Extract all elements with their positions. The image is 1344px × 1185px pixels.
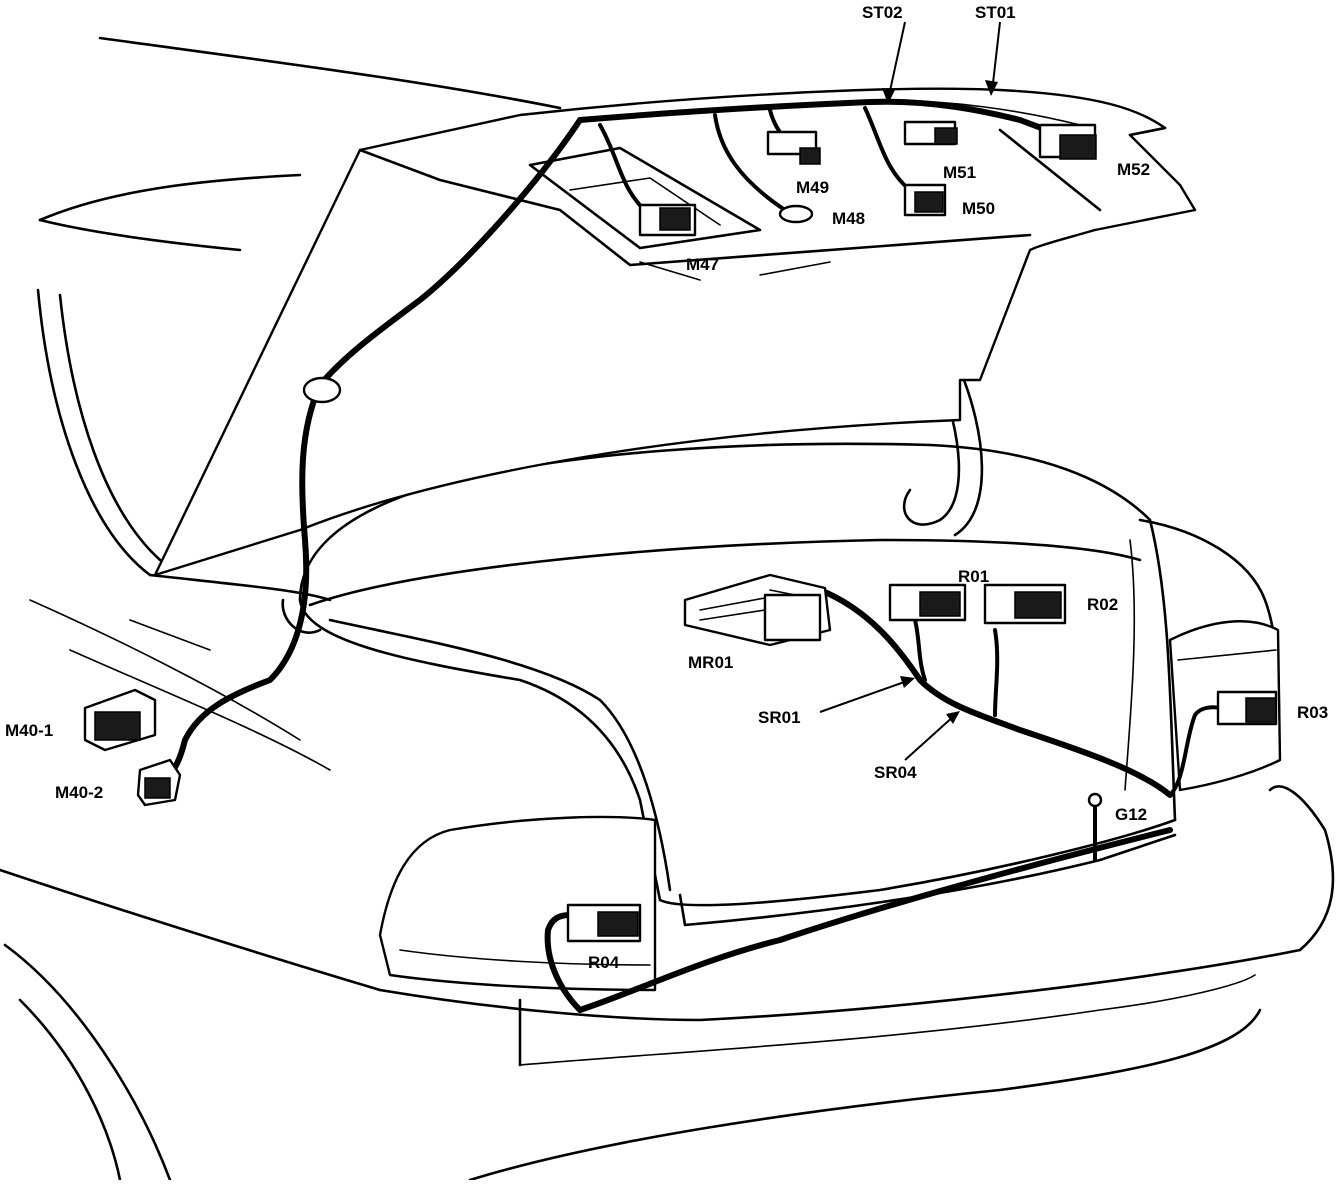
arrow-sr01 bbox=[900, 676, 915, 688]
harness-branch-r02 bbox=[993, 628, 1000, 717]
trunk-lid-inner-edge bbox=[358, 148, 1032, 267]
harness-grommet bbox=[302, 376, 342, 404]
c-pillar-left bbox=[36, 288, 152, 577]
label-m49: M49 bbox=[796, 178, 829, 197]
fender-line-1 bbox=[29, 599, 301, 741]
rear-window-lower bbox=[38, 218, 242, 252]
trunk-lid-recess-inner bbox=[569, 177, 721, 226]
label-st02: ST02 bbox=[862, 3, 903, 22]
connector-r03 bbox=[1216, 690, 1278, 726]
label-m40-1: M40-1 bbox=[5, 721, 53, 740]
label-r01: R01 bbox=[958, 567, 989, 586]
harness-branch-r04 bbox=[544, 912, 583, 1013]
trunk-lid-dash bbox=[639, 261, 831, 281]
trunk-rim-right bbox=[1148, 518, 1177, 822]
arrow-st01 bbox=[985, 80, 998, 96]
harness-lid-main bbox=[577, 98, 1063, 138]
harness-pillar-left bbox=[162, 382, 323, 783]
roof-line bbox=[98, 36, 562, 110]
connector-mr01 bbox=[683, 573, 832, 647]
quarter-lower bbox=[0, 868, 382, 992]
trunk-floor-back bbox=[308, 538, 1142, 607]
connector-m50 bbox=[903, 183, 947, 217]
connector-r02 bbox=[983, 583, 1067, 625]
car-body bbox=[0, 36, 1335, 1182]
c-pillar-left-inner bbox=[58, 293, 162, 562]
connector-r04 bbox=[566, 903, 642, 943]
wheel-arch-left bbox=[3, 943, 172, 1182]
connector-r01 bbox=[888, 583, 967, 622]
connectors bbox=[83, 120, 1278, 943]
label-sr04: SR04 bbox=[874, 763, 917, 782]
trunk-lid-recess bbox=[528, 146, 762, 250]
trunk-opening bbox=[281, 368, 1177, 927]
tail-light-left bbox=[378, 815, 657, 992]
trunk-inner-right bbox=[1124, 539, 1136, 791]
arrow-st02 bbox=[882, 88, 895, 104]
wheel-arch-inner bbox=[18, 998, 122, 1182]
label-m48: M48 bbox=[832, 209, 865, 228]
trunk-lid bbox=[153, 87, 1197, 577]
harness-branch-m50 bbox=[863, 106, 912, 192]
label-r03: R03 bbox=[1297, 703, 1328, 722]
trunk-lid-rib bbox=[998, 128, 1102, 212]
trunk-rim-left-inner bbox=[328, 618, 672, 892]
tail-light-left-lens bbox=[399, 949, 651, 966]
connector-m49 bbox=[766, 130, 821, 165]
connector-m40-2 bbox=[136, 758, 182, 807]
trunk-lid-corner bbox=[1128, 126, 1167, 137]
bumper-top bbox=[378, 948, 1302, 1022]
bumper-bottom bbox=[468, 1008, 1262, 1182]
ground-point-g12 bbox=[1087, 792, 1103, 808]
arrow-sr04 bbox=[946, 711, 960, 724]
label-r04: R04 bbox=[588, 953, 620, 972]
leader-sr04 bbox=[904, 714, 956, 761]
hinge-right bbox=[902, 378, 961, 526]
connector-m48 bbox=[778, 204, 814, 224]
leader-lines bbox=[819, 21, 1001, 761]
tail-light-right-lens bbox=[1177, 649, 1277, 661]
label-g12: G12 bbox=[1115, 805, 1147, 824]
label-sr01: SR01 bbox=[758, 708, 801, 727]
harness-branch-m48 bbox=[713, 113, 787, 212]
harness-bumper bbox=[577, 827, 1173, 1013]
trunk-lip bbox=[678, 833, 1177, 927]
trunk-rim-left bbox=[298, 598, 662, 902]
leader-st01 bbox=[991, 21, 1001, 93]
harness-lid-left bbox=[317, 117, 583, 388]
connector-m40-1 bbox=[83, 688, 157, 752]
hinge-right-outer bbox=[953, 368, 984, 537]
connector-m51 bbox=[903, 120, 958, 146]
label-r02: R02 bbox=[1087, 595, 1118, 614]
trunk-rim-upper bbox=[298, 442, 1152, 602]
bumper-crease bbox=[519, 974, 1256, 1066]
label-st01: ST01 bbox=[975, 3, 1016, 22]
connector-m52 bbox=[1038, 123, 1097, 160]
bumper-right bbox=[1268, 785, 1335, 952]
fender-line-3 bbox=[129, 619, 211, 651]
leader-sr01 bbox=[819, 679, 911, 713]
hinge-left bbox=[281, 598, 322, 634]
leader-st02 bbox=[887, 21, 906, 101]
shoulder-left bbox=[148, 573, 332, 602]
trunk-rim-bottom bbox=[658, 818, 1177, 907]
label-m50: M50 bbox=[962, 199, 995, 218]
label-m51: M51 bbox=[943, 163, 976, 182]
harness-branch-r01 bbox=[913, 618, 927, 682]
label-m47: M47 bbox=[686, 255, 719, 274]
connector-m47 bbox=[638, 203, 697, 237]
harness-floor-main bbox=[817, 587, 1173, 798]
labels: ST02 ST01 M49 M51 M52 M48 M50 M47 R01 R0… bbox=[5, 3, 1328, 972]
rear-window-upper bbox=[38, 173, 302, 222]
label-m40-2: M40-2 bbox=[55, 783, 103, 802]
label-m52: M52 bbox=[1117, 160, 1150, 179]
harness-branch-r03 bbox=[1168, 705, 1222, 797]
label-mr01: MR01 bbox=[688, 653, 733, 672]
